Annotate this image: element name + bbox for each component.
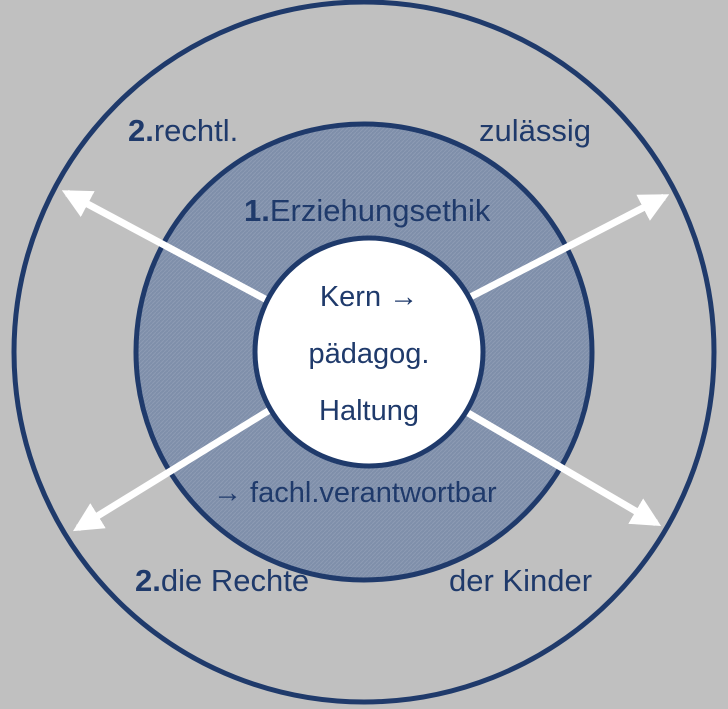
label-rechtl: 2.rechtl. (128, 113, 238, 148)
label-der-kinder: der Kinder (449, 563, 592, 598)
core-line-1: Kern → (320, 281, 418, 313)
core-line-2: pädagog. (309, 338, 430, 370)
label-zulaessig: zulässig (479, 113, 591, 148)
core-line-3: Haltung (319, 395, 419, 427)
label-erziehungsethik: 1.Erziehungsethik (244, 193, 491, 228)
label-fachl-verantwortbar: → fachl.verantwortbar (213, 477, 497, 509)
core-circle (252, 235, 486, 469)
label-die-rechte: 2.die Rechte (135, 563, 309, 598)
